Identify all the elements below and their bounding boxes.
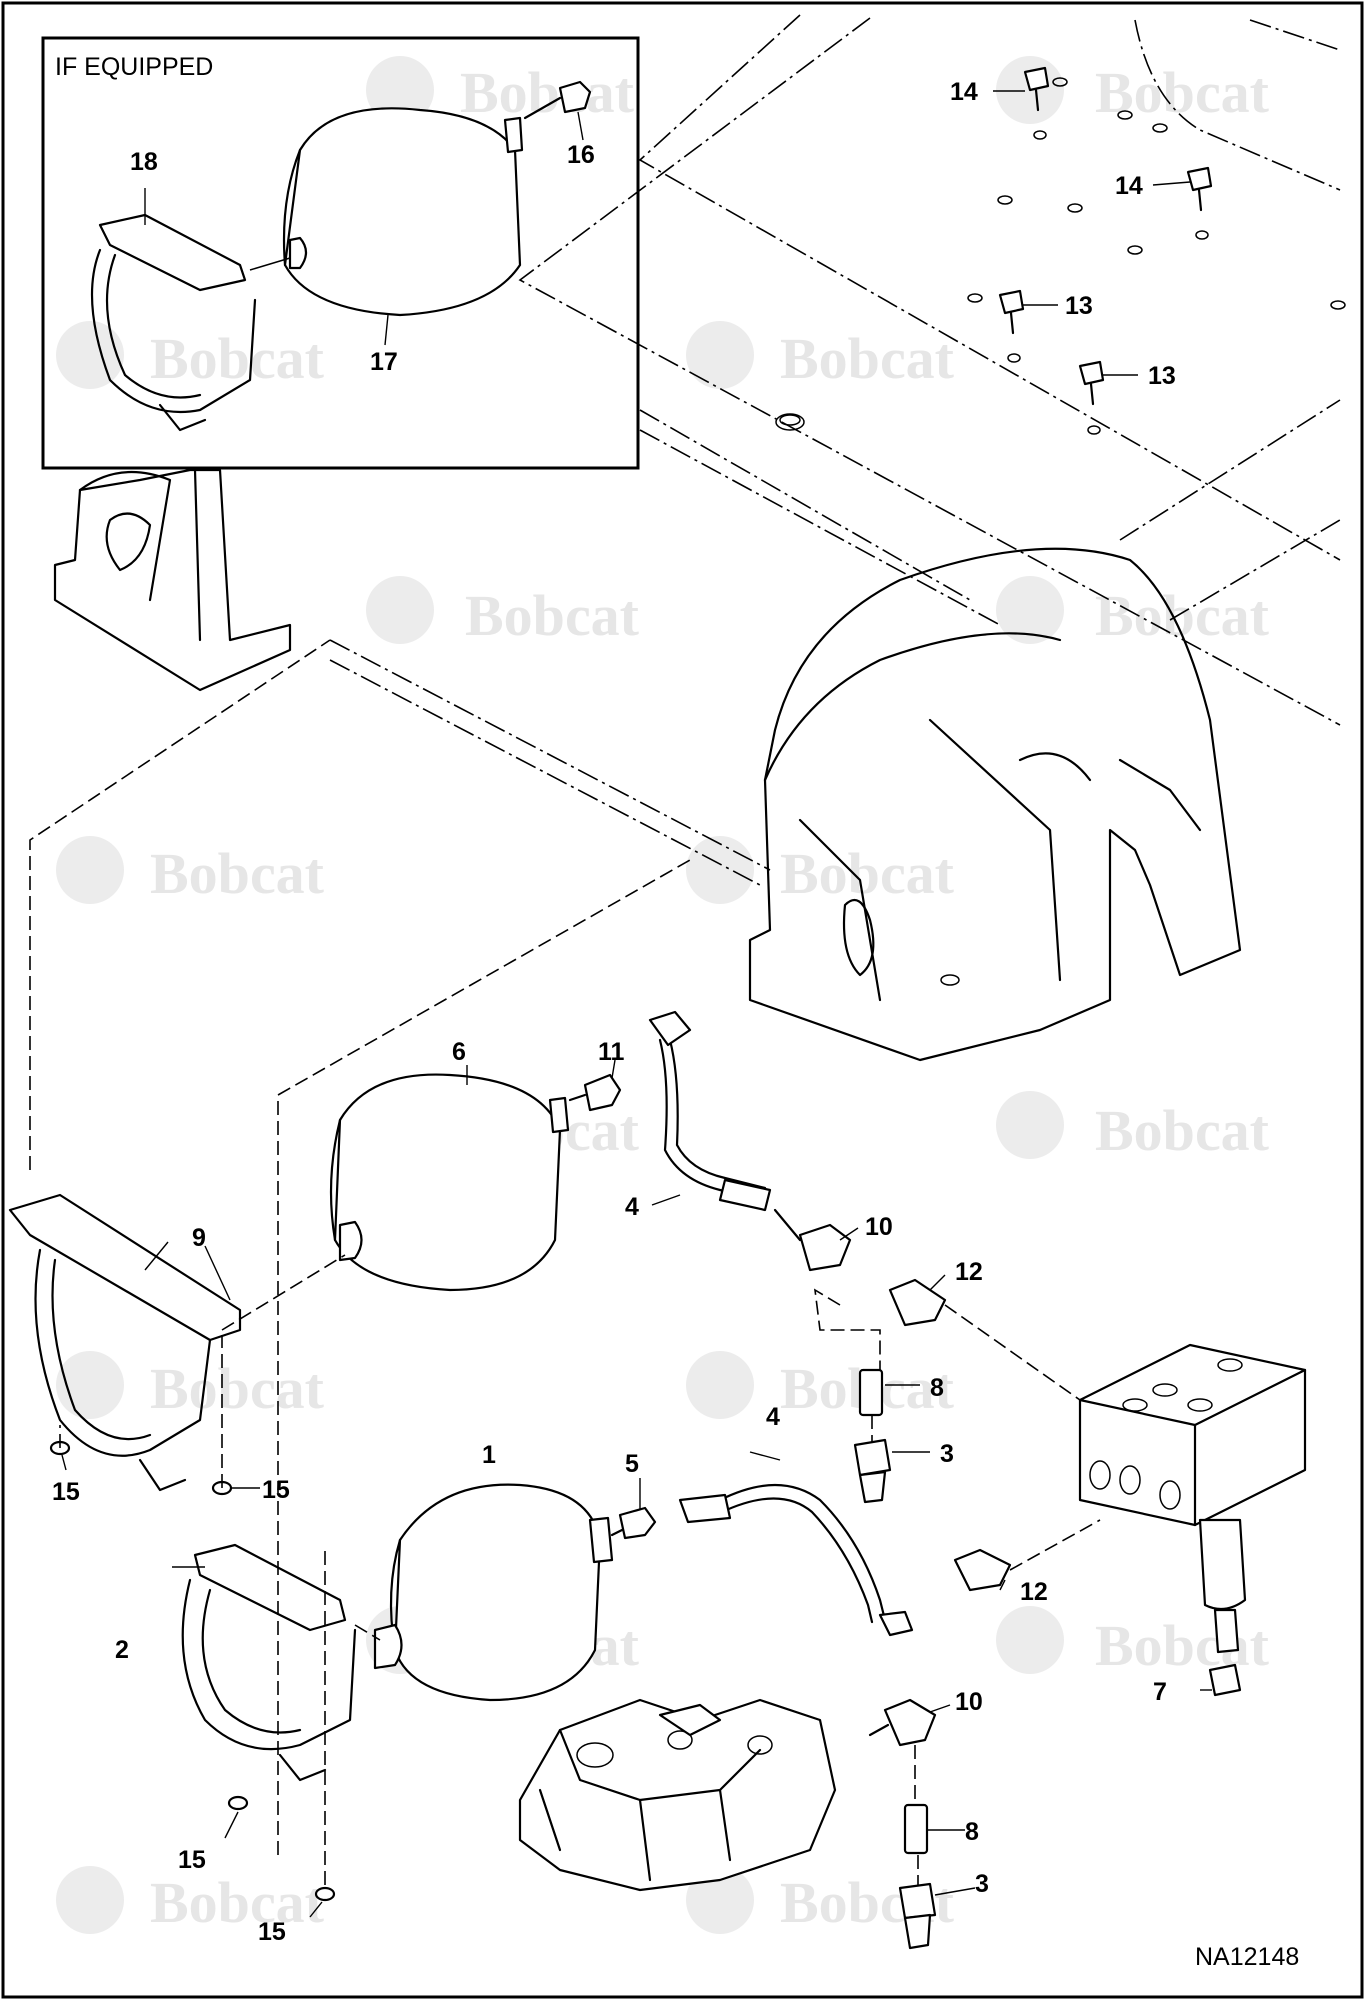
- elbow-fitting-10-lower: [868, 1698, 937, 1747]
- watermark-text: Bobcat: [1095, 60, 1270, 125]
- watermark-text: Bobcat: [780, 326, 955, 391]
- callout-8: 8: [965, 1818, 979, 1846]
- callout-8: 8: [930, 1374, 944, 1402]
- callout-5: 5: [625, 1450, 639, 1478]
- hose-4-lower: [678, 1484, 914, 1637]
- bolt-13-lower: [1078, 360, 1105, 435]
- watermark-text: Bobcat: [150, 1356, 325, 1421]
- callout-11: 11: [598, 1038, 625, 1066]
- callout-13: 13: [1065, 292, 1093, 320]
- callout-14: 14: [950, 78, 978, 106]
- callout-15: 15: [52, 1478, 80, 1506]
- callout-6: 6: [452, 1038, 466, 1066]
- watermark-text: Bobcat: [780, 841, 955, 906]
- watermark-logo: [686, 1351, 754, 1419]
- accumulator-1: [373, 1483, 614, 1702]
- callout-10: 10: [865, 1213, 893, 1241]
- pressure-switch-3-upper: [853, 1438, 892, 1504]
- accumulator-17: [282, 107, 524, 317]
- watermark-logo: [56, 836, 124, 904]
- watermark-logo: [686, 321, 754, 389]
- watermark-logo: [996, 576, 1064, 644]
- tee-fitting-10-upper: [773, 1208, 852, 1272]
- callout-9: 9: [192, 1224, 206, 1252]
- callout-leaders: [61, 90, 1212, 1918]
- callout-13: 13: [1148, 362, 1176, 390]
- reference-code: NA12148: [1195, 1943, 1299, 1971]
- hydraulic-pump: [518, 1698, 837, 1892]
- watermark-text: Bobcat: [1095, 1613, 1270, 1678]
- callout-10: 10: [955, 1688, 983, 1716]
- callout-labels: 1 2 3 3 4 4 5 6 7 8 8 9 10 10 11 12 12 1…: [52, 78, 1176, 1946]
- watermark-text: Bobcat: [465, 583, 640, 648]
- fitting-16: [523, 80, 592, 120]
- watermark-logo: [56, 1866, 124, 1934]
- clamp-9: [8, 1193, 242, 1492]
- callout-15: 15: [262, 1476, 290, 1504]
- callout-1: 1: [482, 1441, 496, 1469]
- watermark-text: Bobcat: [150, 326, 325, 391]
- callout-3: 3: [940, 1440, 954, 1468]
- nut-15-d: [314, 1886, 336, 1902]
- watermark-text: Bobcat: [150, 1870, 325, 1935]
- watermark-layer: Bobcat Bobcat Bobcat Bobcat Bobcat Bobca…: [56, 56, 1270, 1935]
- inset-if-equipped: IF EQUIPPED: [41, 36, 640, 470]
- callout-14: 14: [1115, 172, 1143, 200]
- fitting-7: [1208, 1663, 1242, 1697]
- watermark-logo: [996, 1606, 1064, 1674]
- accumulator-6: [329, 1073, 570, 1292]
- inset-frame: [41, 36, 640, 470]
- machine-frame-outline: [329, 14, 1346, 886]
- watermark-text: Bobcat: [460, 60, 635, 125]
- watermark-logo: [996, 1091, 1064, 1159]
- valve-block: [1078, 1343, 1307, 1654]
- inset-label: IF EQUIPPED: [55, 53, 213, 81]
- callout-12: 12: [955, 1258, 983, 1286]
- watermark-logo: [56, 321, 124, 389]
- callout-4: 4: [766, 1403, 780, 1431]
- bolt-14-lower: [1186, 166, 1213, 240]
- fitting-8-upper: [858, 1368, 884, 1417]
- callout-2: 2: [115, 1636, 129, 1664]
- fitting-11: [568, 1073, 622, 1112]
- pressure-switch-3-lower: [898, 1882, 937, 1950]
- hose-4-upper: [648, 1010, 772, 1212]
- watermark-logo: [686, 836, 754, 904]
- clamp-2: [181, 1543, 357, 1782]
- frame-bracket-left: [53, 468, 292, 692]
- fitting-5: [610, 1506, 657, 1540]
- callout-17: 17: [370, 348, 398, 376]
- callout-12: 12: [1020, 1578, 1048, 1606]
- bolt-13-upper: [998, 289, 1025, 363]
- fitting-8-lower: [903, 1803, 929, 1855]
- callout-4: 4: [625, 1193, 639, 1221]
- fitting-12-upper: [888, 1278, 947, 1327]
- watermark-text: Bobcat: [150, 841, 325, 906]
- assembly-dashed-lines: [29, 639, 1101, 1885]
- bolt-14-upper: [1023, 66, 1050, 140]
- watermark-logo: [366, 576, 434, 644]
- callout-16: 16: [567, 141, 595, 169]
- callout-18: 18: [130, 148, 158, 176]
- nut-15-c: [227, 1795, 249, 1811]
- callout-7: 7: [1153, 1678, 1167, 1706]
- watermark-logo: [366, 56, 434, 124]
- callout-15: 15: [258, 1918, 286, 1946]
- cylinder-mount-bracket: [748, 547, 1242, 1062]
- fitting-12-lower: [953, 1548, 1012, 1592]
- callout-15: 15: [178, 1846, 206, 1874]
- callout-3: 3: [975, 1870, 989, 1898]
- watermark-text: Bobcat: [1095, 1098, 1270, 1163]
- clamp-18: [90, 213, 291, 432]
